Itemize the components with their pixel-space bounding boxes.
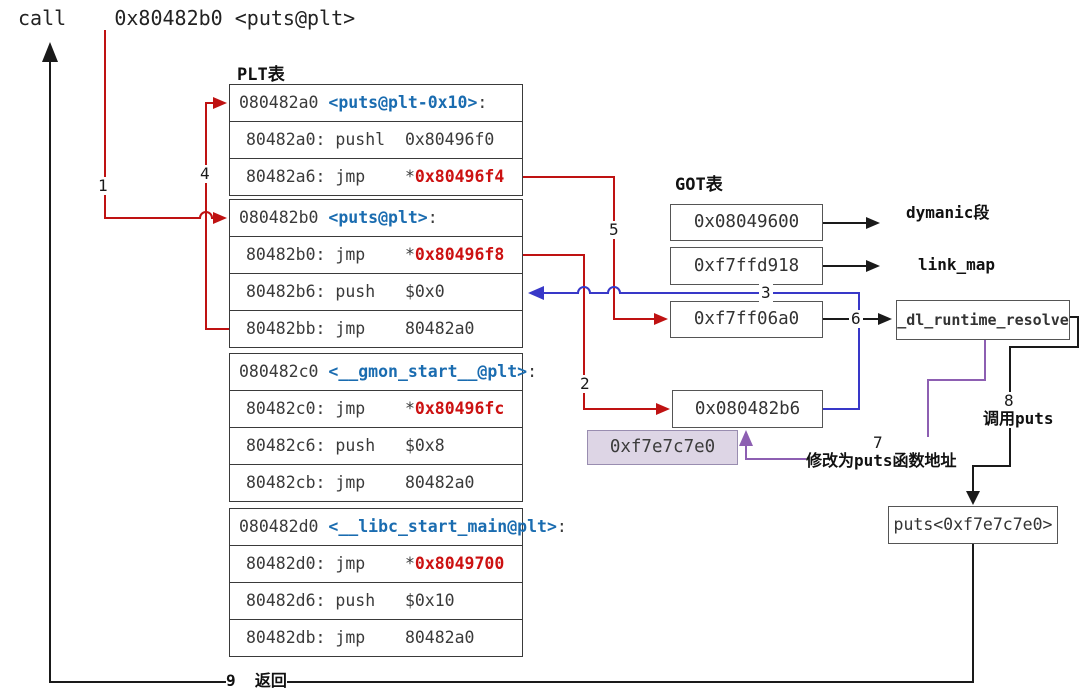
plt-table-label: PLT表 [237, 65, 285, 85]
step2-arrowhead [656, 403, 670, 415]
step7-label: 7 [871, 433, 885, 452]
got-slot-address: 0x80496fc [414, 399, 505, 418]
step6-arrowhead [878, 313, 892, 325]
dl-runtime-resolve-box: _dl_runtime_resolve [896, 300, 1070, 340]
step4-line [205, 102, 229, 330]
dynamic-segment-label: dymanic段 [906, 203, 990, 222]
step7-annotation: 修改为puts函数地址 [806, 451, 957, 470]
call-instruction-text: call 0x80482b0 <puts@plt> [18, 6, 356, 30]
got-entry-dynamic: 0x08049600 [670, 204, 823, 241]
return-up-arrowhead [42, 42, 58, 62]
puts-function-box: puts<0xf7e7c7e0> [888, 506, 1058, 544]
step1-arrowhead [213, 212, 227, 224]
plt-row-instr: 80482d0: jmp *0x8049700 [229, 545, 523, 583]
step1-label: 1 [96, 176, 110, 195]
plt-group-puts-plt: 080482b0 <puts@plt>: 80482b0: jmp *0x804… [229, 199, 523, 348]
dynamic-arrowhead [866, 217, 880, 229]
link-map-label: link_map [918, 255, 996, 274]
plt-row-instr: 80482c0: jmp *0x80496fc [229, 390, 523, 428]
symbol-name: <__libc_start_main@plt> [328, 517, 557, 536]
plt-row-header: 080482d0 <__libc_start_main@plt>: [229, 508, 567, 546]
step9-label: 9 [226, 671, 236, 690]
plt-row-instr: 80482c6: push $0x8 [229, 427, 523, 465]
got-slot-address: 0x8049700 [414, 554, 505, 573]
step8-arrowhead [966, 491, 980, 505]
plt-group-libc-start-main-plt: 080482d0 <__libc_start_main@plt>: 80482d… [229, 508, 567, 657]
plt-row-instr: 80482bb: jmp 80482a0 [229, 310, 523, 348]
step7-arrowhead [739, 430, 753, 446]
plt-row-instr: 80482b0: jmp *0x80496f8 [229, 236, 523, 274]
plt-row-instr: 80482cb: jmp 80482a0 [229, 464, 523, 502]
step4-label: 4 [198, 164, 212, 183]
symbol-name: <puts@plt-0x10> [328, 93, 478, 112]
plt-row-instr: 80482b6: push $0x0 [229, 273, 523, 311]
step5-label: 5 [607, 220, 621, 239]
step3-label: 3 [759, 283, 773, 302]
linkmap-arrowhead [866, 260, 880, 272]
step1-line [104, 30, 214, 219]
step8-line [972, 316, 1079, 491]
plt-row-instr: 80482a0: pushl 0x80496f0 [229, 121, 523, 159]
patched-puts-address-box: 0xf7e7c7e0 [587, 430, 738, 465]
step8-annotation: 调用puts [983, 409, 1054, 428]
step3-arrowhead [528, 286, 544, 300]
symbol-name: <puts@plt> [328, 208, 428, 227]
got-entry-resolver: 0xf7ff06a0 [670, 301, 823, 338]
step6-label: 6 [849, 309, 863, 328]
step8-label: 8 [1002, 391, 1016, 410]
got-table-label: GOT表 [675, 175, 723, 195]
plt-row-header: 080482b0 <puts@plt>: [229, 199, 523, 237]
plt-row-header: 080482a0 <puts@plt-0x10>: [229, 84, 523, 122]
plt-row-instr: 80482d6: push $0x10 [229, 582, 523, 620]
step9-annotation: 9 返回 [226, 672, 287, 690]
plt-row-instr: 80482db: jmp 80482a0 [229, 619, 523, 657]
plt-group-gmon-start-plt: 080482c0 <__gmon_start__@plt>: 80482c0: … [229, 353, 537, 502]
step9-return-text: 返回 [254, 671, 287, 690]
plt-group-puts-plt-0x10: 080482a0 <puts@plt-0x10>: 80482a0: pushl… [229, 84, 523, 196]
got-slot-address: 0x80496f4 [414, 167, 505, 186]
got-entry-puts-slot: 0x080482b6 [672, 390, 823, 428]
step4-arrowhead [213, 97, 227, 109]
symbol-name: <__gmon_start__@plt> [328, 362, 528, 381]
step5-line [523, 176, 655, 320]
plt-row-instr: 80482a6: jmp *0x80496f4 [229, 158, 523, 196]
plt-row-header: 080482c0 <__gmon_start__@plt>: [229, 353, 537, 391]
got-entry-linkmap: 0xf7ffd918 [670, 247, 823, 285]
step5-arrowhead [654, 313, 668, 325]
got-slot-address: 0x80496f8 [414, 245, 505, 264]
step2-label: 2 [578, 374, 592, 393]
got-target-lines [823, 222, 866, 267]
